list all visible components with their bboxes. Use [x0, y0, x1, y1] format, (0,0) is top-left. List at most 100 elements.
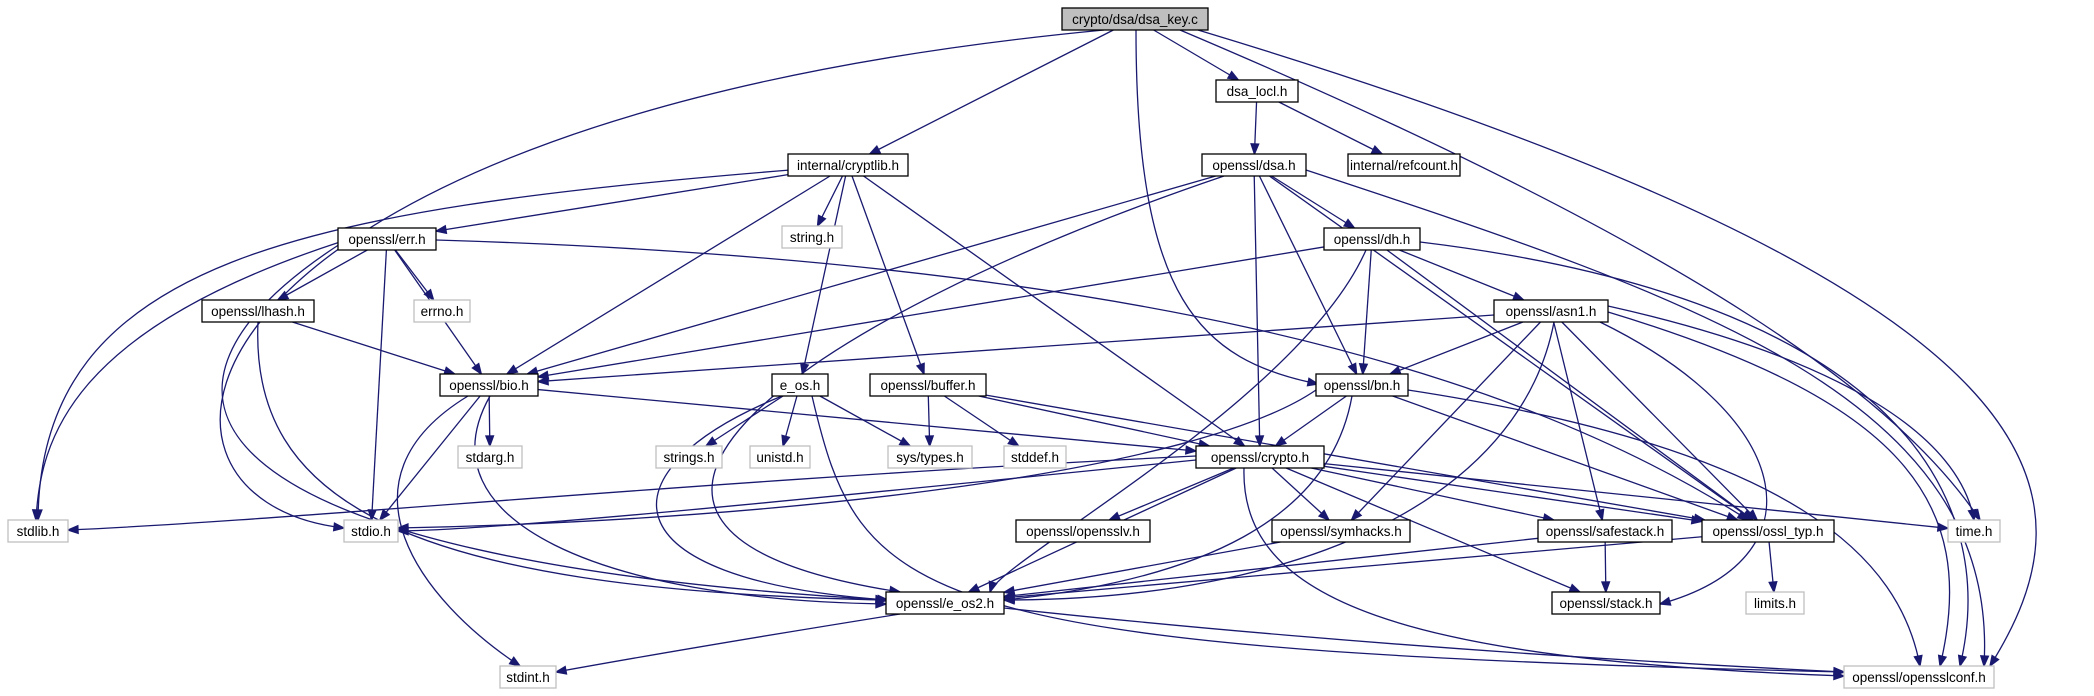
- edge-bio_h-to-e_os2_h: [474, 395, 887, 605]
- edge-bn_h-to-crypto_h: [1275, 395, 1347, 447]
- node-box: [1947, 519, 2001, 543]
- node-box: [7, 519, 69, 543]
- edge-crypto_h-to-ossl_typ_h: [1323, 465, 1703, 523]
- node-label: stdarg.h: [466, 450, 515, 465]
- node-refcount[interactable]: internal/refcount.h: [1347, 153, 1461, 177]
- arrowhead-bio_h-to-crypto_h: [1184, 445, 1198, 455]
- node-symhacks-h[interactable]: openssl/symhacks.h: [1271, 519, 1411, 543]
- node-label: openssl/asn1.h: [1506, 304, 1597, 319]
- arrowhead-buffer_h-to-stddef_h: [1007, 436, 1021, 448]
- edge-cryptlib-to-stdlib_h: [37, 169, 791, 521]
- node-label: openssl/dsa.h: [1212, 158, 1295, 173]
- edge-err_h-to-ossl_typ_h: [435, 239, 1749, 521]
- arrowhead-err_h-to-errno_h: [423, 288, 435, 302]
- edge-ossl_typ_h-to-e_os2_h: [1003, 536, 1703, 599]
- node-label: openssl/crypto.h: [1211, 450, 1309, 465]
- edge-bn_h-to-stdio_h: [397, 389, 1317, 529]
- edge-buffer_h-to-ossl_typ_h: [985, 394, 1705, 521]
- node-dsa-locl[interactable]: dsa_locl.h: [1215, 79, 1299, 103]
- edge-cryptlib-to-buffer_h: [851, 175, 925, 375]
- node-box: [1315, 373, 1409, 397]
- node-box: [1745, 591, 1805, 615]
- arrowhead-dh_h-to-bio_h: [536, 370, 550, 380]
- node-label: crypto/dsa/dsa_key.c: [1072, 12, 1198, 27]
- node-dsa-key[interactable]: crypto/dsa/dsa_key.c: [1061, 7, 1209, 31]
- node-buffer-h[interactable]: openssl/buffer.h: [869, 373, 987, 397]
- arrowhead-buffer_h-to-systypes_h: [924, 435, 935, 448]
- edge-dh_h-to-e_os2_h: [989, 249, 1367, 593]
- node-label: limits.h: [1754, 596, 1796, 611]
- node-box: [1537, 519, 1673, 543]
- node-box: [1195, 445, 1325, 469]
- node-lhash-h[interactable]: openssl/lhash.h: [201, 299, 315, 323]
- edge-dsa_key-to-cryptlib: [869, 29, 1114, 155]
- edge-dsa_h-to-crypto_h: [1253, 175, 1261, 447]
- node-label: sys/types.h: [896, 450, 964, 465]
- node-e-os2-h[interactable]: openssl/e_os2.h: [885, 591, 1005, 615]
- arrowhead-bn_h-to-crypto_h: [1274, 435, 1288, 448]
- node-e-os-h[interactable]: e_os.h: [771, 373, 829, 397]
- edge-crypto_h-to-stdio_h: [397, 459, 1197, 532]
- edge-buffer_h-to-crypto_h: [978, 395, 1210, 447]
- arrowhead-bio_h-to-stdarg_h: [484, 435, 495, 448]
- node-dsa-h[interactable]: openssl/dsa.h: [1201, 153, 1307, 177]
- arrowhead-dsa_h-to-bn_h: [1347, 362, 1358, 376]
- arrowhead-e_os_h-to-e_os2_h: [877, 594, 890, 604]
- edge-dsa_locl-to-refcount: [1278, 101, 1383, 155]
- node-dh-h[interactable]: openssl/dh.h: [1323, 227, 1421, 251]
- node-opensslconf-h: openssl/opensslconf.h: [1843, 665, 1995, 689]
- node-label: openssl/stack.h: [1559, 596, 1652, 611]
- node-label: openssl/bio.h: [449, 378, 529, 393]
- edge-e_os2_h-to-stdint_h: [555, 613, 901, 673]
- node-box: [1551, 591, 1661, 615]
- arrowhead-bn_h-to-opensslconf_h: [1913, 654, 1923, 668]
- node-label: openssl/err.h: [348, 232, 425, 247]
- node-err-h[interactable]: openssl/err.h: [337, 227, 437, 251]
- edge-lhash_h-to-bio_h: [292, 321, 455, 375]
- node-box: [749, 445, 811, 469]
- node-bn-h[interactable]: openssl/bn.h: [1315, 373, 1409, 397]
- node-limits-h: limits.h: [1745, 591, 1805, 615]
- edge-asn1_h-to-stack_h: [1599, 321, 1768, 605]
- node-time-h: time.h: [1947, 519, 2001, 543]
- node-cryptlib[interactable]: internal/cryptlib.h: [787, 153, 909, 177]
- node-ossl-typ-h[interactable]: openssl/ossl_typ.h: [1701, 519, 1835, 543]
- edge-crypto_h-to-stdlib_h: [67, 455, 1197, 531]
- node-box: [1003, 445, 1067, 469]
- node-box: [1271, 519, 1411, 543]
- node-asn1-h[interactable]: openssl/asn1.h: [1493, 299, 1609, 323]
- node-crypto-h[interactable]: openssl/crypto.h: [1195, 445, 1325, 469]
- node-box: [1701, 519, 1835, 543]
- node-label: time.h: [1956, 524, 1993, 539]
- edge-cryptlib-to-bio_h: [506, 175, 831, 375]
- edge-dsa_key-to-time_h: [1179, 29, 1981, 521]
- edge-dsa_h-to-dh_h: [1271, 175, 1355, 229]
- node-stddef-h: stddef.h: [1003, 445, 1067, 469]
- arrowhead-safestack_h-to-stack_h: [1600, 581, 1611, 594]
- node-label: openssl/safestack.h: [1546, 524, 1665, 539]
- node-box: [343, 519, 399, 543]
- edge-dsa_h-to-opensslconf_h: [1305, 169, 1986, 667]
- edge-crypto_h-to-stack_h: [1285, 467, 1581, 593]
- arrowhead-dsa_h-to-dh_h: [1342, 218, 1357, 229]
- arrowhead-cryptlib-to-string_h: [816, 214, 827, 228]
- node-stack-h[interactable]: openssl/stack.h: [1551, 591, 1661, 615]
- node-box: [1201, 153, 1307, 177]
- arrowhead-e_os_h-to-unistd_h: [781, 434, 791, 448]
- arrowhead-asn1_h-to-stack_h: [1658, 596, 1672, 606]
- edge-e_os_h-to-e_os2_h: [655, 395, 889, 601]
- node-label: openssl/opensslv.h: [1026, 524, 1140, 539]
- node-strings-h: strings.h: [655, 445, 723, 469]
- edge-dh_h-to-bn_h: [1362, 249, 1372, 375]
- node-bio-h[interactable]: openssl/bio.h: [439, 373, 539, 397]
- edge-err_h-to-stdlib_h: [35, 241, 341, 521]
- node-label: openssl/symhacks.h: [1280, 524, 1402, 539]
- arrowhead-asn1_h-to-symhacks_h: [1350, 509, 1363, 522]
- arrowhead-ossl_typ_h-to-limits_h: [1768, 580, 1778, 594]
- node-safestack-h[interactable]: openssl/safestack.h: [1537, 519, 1673, 543]
- arrowhead-e_os_h-to-systypes_h: [898, 436, 912, 447]
- arrowhead-err_h-to-lhash_h: [276, 290, 290, 301]
- node-opensslv-h[interactable]: openssl/opensslv.h: [1015, 519, 1151, 543]
- edge-err_h-to-stdio_h: [370, 249, 388, 521]
